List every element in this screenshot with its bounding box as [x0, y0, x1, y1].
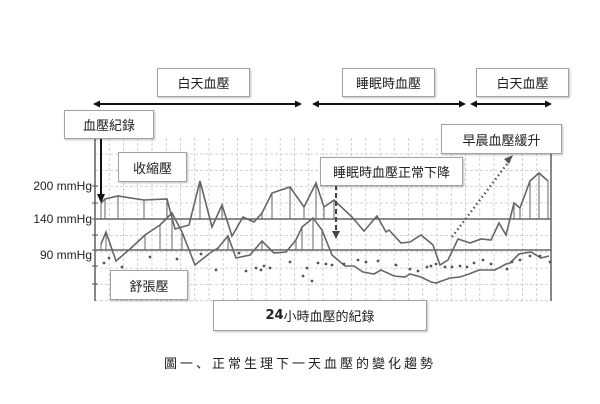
diastolic-dots: [102, 251, 552, 283]
label-day-bp-1: 白天血壓: [157, 68, 250, 97]
reference-lines: [95, 218, 551, 251]
period-arrows: [93, 100, 552, 108]
morning-rise-arrow-head: [504, 155, 513, 164]
label-sleep-drop: 睡眠時血壓正常下降: [320, 157, 463, 186]
label-systolic: 收縮壓: [118, 152, 187, 182]
record-24-text: 小時血壓的紀錄: [283, 310, 375, 325]
record-arrow-head: [97, 194, 105, 203]
figure-caption: 圖一、正常生理下一天血壓的變化趨勢: [163, 357, 436, 372]
y-tick-200: 200 mmHg: [33, 179, 92, 193]
label-morning-rise: 早晨血壓緩升: [441, 124, 562, 154]
record-24-number: 24: [265, 308, 284, 323]
y-tick-140: 140 mmHg: [33, 212, 92, 226]
label-diastolic: 舒張壓: [110, 270, 188, 300]
label-day-bp-2: 白天血壓: [476, 68, 569, 97]
label-sleep-bp: 睡眠時血壓: [342, 68, 435, 97]
label-bp-record: 血壓紀錄: [64, 110, 154, 139]
systolic-line: [100, 171, 549, 267]
diastolic-line: [100, 211, 550, 284]
sleep-drop-arrow-head: [332, 231, 340, 239]
y-tick-90: 90 mmHg: [39, 248, 92, 262]
